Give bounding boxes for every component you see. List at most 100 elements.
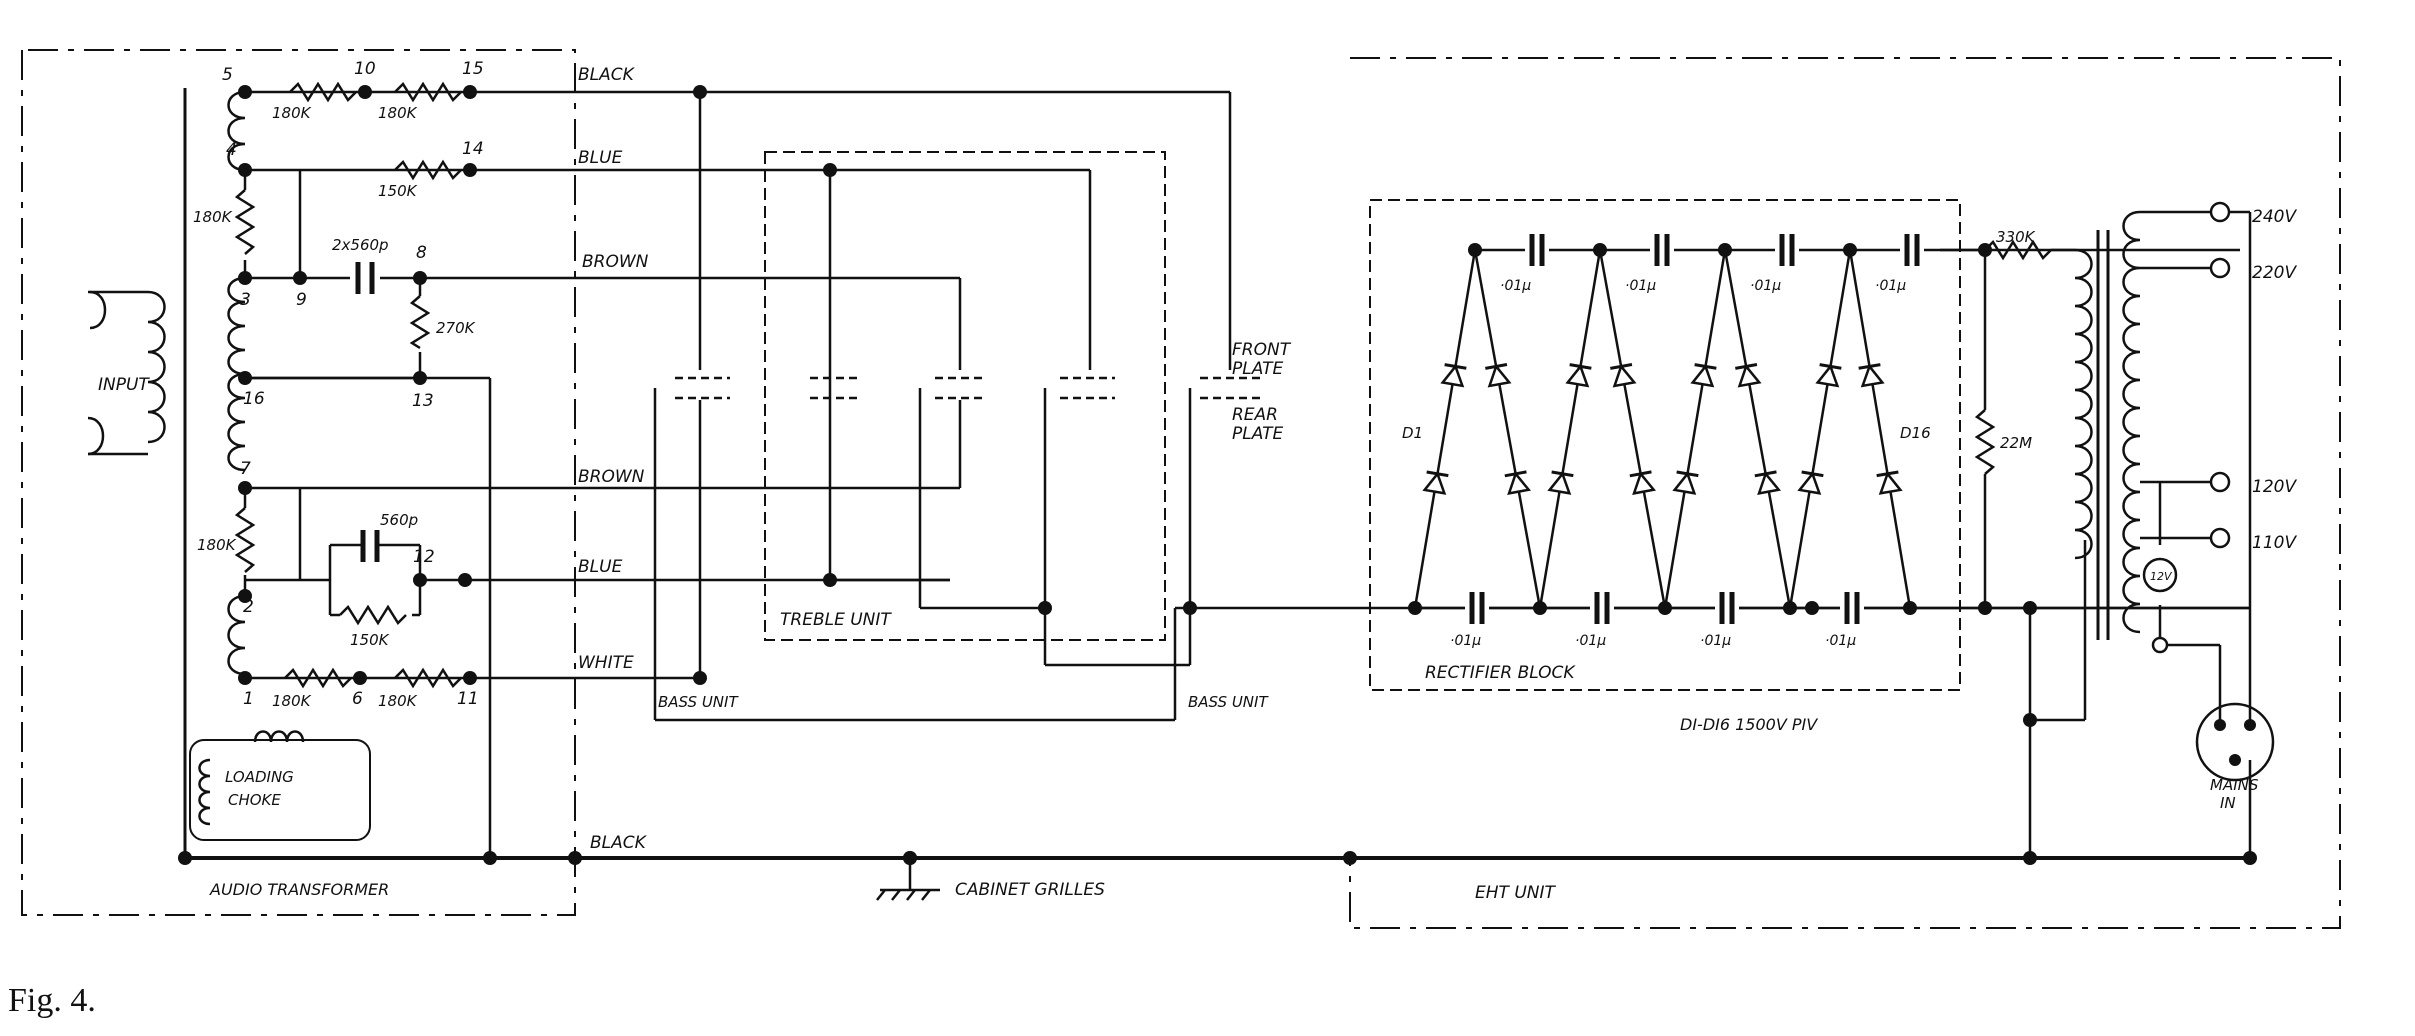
rectifier-block-box [1369,199,1961,691]
cap-bottom-4: ·01μ [1825,633,1856,649]
rectifier-caps [1465,232,1924,626]
eht-resistors [1940,239,2087,858]
terminal-12: 12 [413,547,435,567]
rectifier-cap-bottom-1 [1465,590,1489,626]
diode-chains [1413,249,1912,609]
cap-bottom-2: ·01μ [1575,633,1606,649]
diode-3 [1504,470,1532,495]
label-audio-transformer: AUDIO TRANSFORMER [209,880,389,899]
label-cabinet-grilles: CABINET GRILLES [955,880,1105,900]
resistor-180k-c [234,189,256,255]
terminal-4: 4 [226,140,237,160]
terminal-9: 9 [296,290,307,310]
resistor-180k-f [394,667,462,689]
value-r-7-2: 180K [197,536,237,554]
input-coil [87,290,166,456]
mains-plug [2195,702,2275,782]
label-loading: LOADING [225,768,294,786]
wire-label-blue-top: BLUE [578,148,623,168]
rectifier-cap-top-3 [1775,232,1799,268]
eht-unit-box [1349,57,2341,929]
value-r-22m: 22M [2000,434,2032,452]
rectifier-cap-bottom-4 [1840,590,1864,626]
value-r-8-13: 270K [436,319,476,337]
resistor-270k [409,295,431,350]
diode-14 [1815,363,1842,388]
terminal-6: 6 [352,689,363,709]
resistor-180k-a [289,81,357,103]
label-input: INPUT [98,375,150,395]
diode-11 [1754,470,1782,495]
label-rectifier-block: RECTIFIER BLOCK [1425,663,1576,683]
cap-top-4: ·01μ [1875,278,1906,294]
terminal-13: 13 [412,391,434,411]
label-in: IN [2220,794,2236,812]
label-rear-plate-2: PLATE [1232,424,1283,444]
value-r-150: 150K [350,631,390,649]
diode-12 [1735,363,1762,388]
resistor-330k [1984,239,2052,261]
wire-label-blue-mid: BLUE [578,557,623,577]
eht-transformer [2074,210,2252,858]
terminal-14: 14 [462,139,484,159]
cap-bottom-3: ·01μ [1700,633,1731,649]
label-d16: D16 [1900,424,1931,442]
terminal-15: 15 [462,59,484,79]
loading-choke [189,730,371,841]
diode-7 [1629,470,1657,495]
label-bass-unit-left: BASS UNIT [658,693,739,711]
resistors [234,81,462,689]
resistor-150k-b [339,604,407,626]
cap-bottom-1: ·01μ [1450,633,1481,649]
circuit-diagram: INPUT AUDIO TRANSFORMER LOADING CHOKE BL… [21,49,2341,929]
cap-top-1: ·01μ [1500,278,1531,294]
resistor-150k-a [394,159,462,181]
tap-240v: 240V [2252,207,2297,227]
diode-9 [1672,470,1699,495]
wire-label-white: WHITE [578,653,634,673]
label-rear-plate-1: REAR [1232,405,1278,425]
figure-caption: Fig. 4. [8,982,96,1019]
label-treble-unit: TREBLE UNIT [780,610,892,630]
value-r-330: 330K [1996,228,2036,246]
lamp-12v [2142,557,2178,654]
diode-10 [1690,363,1717,388]
label-eht-unit: EHT UNIT [1475,883,1556,903]
rectifier-cap-top-4 [1900,232,1924,268]
label-front-plate-2: PLATE [1232,359,1283,379]
value-r-4-3: 180K [193,208,233,226]
mains-tap-terminals [2209,201,2231,549]
terminal-dots [178,85,582,865]
value-c-9-8: 2x560p [332,236,389,254]
transformer-capacitors [330,262,420,562]
rectifier-cap-top-1 [1525,232,1549,268]
terminal-16: 16 [243,389,265,409]
value-r-1-6: 180K [272,692,312,710]
diode-2 [1440,363,1467,388]
resistor-180k-e [284,667,352,689]
diode-4 [1485,363,1512,388]
label-front-plate-1: FRONT [1232,340,1292,360]
rectifier-cap-top-2 [1650,232,1674,268]
plate-dots [693,85,1197,685]
plate-capacitors [675,376,1260,400]
resistor-180k-d [234,507,256,573]
terminal-11: 11 [457,689,479,709]
value-r-10-15: 180K [378,104,418,122]
wire-label-brown-top: BROWN [582,252,649,272]
diode-5 [1547,470,1574,495]
value-r-5-10: 180K [272,104,312,122]
rectifier-dots [903,243,2257,865]
value-c-560: 560p [380,511,418,529]
label-diode-rating: DI-DI6 1500V PIV [1680,715,1818,734]
transformer-wiring [185,90,2250,860]
diode-16 [1858,363,1885,388]
diode-1 [1422,470,1449,495]
tap-120v: 120V [2252,477,2297,497]
label-d1: D1 [1402,424,1423,442]
rectifier-cap-bottom-2 [1590,590,1614,626]
cabinet-grilles-ground [876,851,940,901]
tap-220v: 220V [2252,263,2297,283]
rectifier-cap-bottom-3 [1715,590,1739,626]
terminal-2: 2 [243,597,254,617]
